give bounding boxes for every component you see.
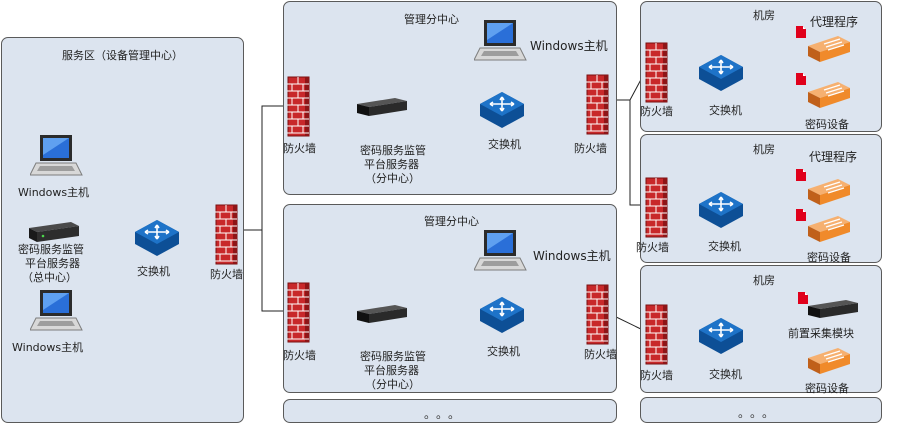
svc-pc-bottom-label: Windows主机	[12, 341, 84, 354]
ma-pc-label: Windows主机	[530, 39, 608, 53]
firewall-icon	[586, 74, 610, 136]
mb-switch-label: 交换机	[487, 345, 520, 358]
room-zone-b-title: 机房	[753, 143, 775, 156]
mb-server-label-3: （分中心）	[365, 378, 420, 391]
more-room-ellipsis: 。。。	[738, 406, 781, 420]
mb-server-label-1: 密码服务监管	[360, 350, 426, 363]
firewall-icon	[287, 282, 311, 344]
more-mgmt-ellipsis: 。。。	[424, 407, 467, 421]
rb-firewall-label: 防火墙	[636, 241, 669, 254]
mgmt-zone-a-title: 管理分中心	[404, 13, 459, 26]
rack-server-icon	[806, 299, 860, 319]
more-room-zone	[640, 397, 882, 423]
firewall-icon	[645, 42, 669, 104]
rc-switch-label: 交换机	[709, 368, 742, 381]
mb-server-label-2: 平台服务器	[364, 364, 419, 377]
switch-icon	[697, 188, 745, 230]
svc-pc-top-label: Windows主机	[18, 186, 90, 199]
laptop-icon	[474, 228, 528, 278]
crypto-device-icon	[806, 214, 852, 244]
firewall-icon	[215, 204, 239, 266]
svc-server-label-3: （总中心）	[22, 271, 77, 284]
crypto-device-icon	[806, 177, 852, 207]
switch-icon	[697, 314, 745, 356]
rb-agent-label: 代理程序	[809, 150, 858, 164]
room-zone-c-title: 机房	[753, 274, 775, 287]
room-zone-a-title: 机房	[753, 9, 775, 22]
rb-device-label: 密码设备	[807, 251, 851, 264]
mgmt-zone-b	[283, 204, 617, 393]
svc-firewall-label: 防火墙	[210, 268, 243, 281]
firewall-icon	[645, 304, 669, 366]
link-svc-firewall-branch	[240, 105, 287, 231]
crypto-device-icon	[806, 346, 852, 376]
ma-server-label-1: 密码服务监管	[360, 144, 426, 157]
laptop-icon	[474, 18, 528, 68]
mgmt-zone-b-title: 管理分中心	[424, 215, 479, 228]
mgmt-zone-a	[283, 1, 617, 195]
room-zone-a	[640, 1, 882, 132]
ra-device-label: 密码设备	[805, 118, 849, 131]
crypto-device-icon	[806, 80, 852, 110]
room-zone-c	[640, 265, 882, 393]
switch-icon	[697, 51, 745, 93]
mb-firewall-in-label: 防火墙	[283, 349, 316, 362]
rc-firewall-label: 防火墙	[640, 369, 673, 382]
switch-icon	[478, 293, 526, 335]
document-icon	[797, 291, 809, 305]
firewall-icon	[586, 284, 610, 346]
document-icon	[795, 168, 807, 182]
mb-pc-label: Windows主机	[533, 249, 611, 263]
ma-firewall-out-label: 防火墙	[574, 142, 607, 155]
switch-icon	[478, 88, 526, 130]
ma-server-label-2: 平台服务器	[364, 158, 419, 171]
laptop-icon	[30, 133, 84, 183]
ra-firewall-label: 防火墙	[640, 105, 673, 118]
firewall-icon	[287, 76, 311, 138]
svc-server-label-2: 平台服务器	[25, 257, 80, 270]
document-icon	[795, 72, 807, 86]
svc-switch-label: 交换机	[137, 265, 170, 278]
svc-server-label-1: 密码服务监管	[18, 243, 84, 256]
ma-firewall-in-label: 防火墙	[283, 142, 316, 155]
rc-collector-label: 前置采集模块	[788, 327, 854, 340]
server-icon	[25, 220, 81, 244]
mb-firewall-out-label: 防火墙	[584, 348, 617, 361]
laptop-icon	[30, 288, 84, 338]
more-mgmt-zone	[283, 399, 617, 423]
ma-switch-label: 交换机	[488, 138, 521, 151]
document-icon	[795, 25, 807, 39]
rack-server-icon	[355, 97, 409, 117]
ra-switch-label: 交换机	[709, 104, 742, 117]
document-icon	[795, 208, 807, 222]
ma-server-label-3: （分中心）	[365, 172, 420, 185]
room-zone-b	[640, 134, 882, 263]
switch-icon	[133, 216, 181, 258]
rb-switch-label: 交换机	[708, 240, 741, 253]
ra-agent-label: 代理程序	[810, 15, 859, 29]
service-zone-title: 服务区（设备管理中心）	[62, 49, 183, 62]
rc-device-label: 密码设备	[805, 382, 849, 395]
firewall-icon	[645, 177, 669, 239]
crypto-device-icon	[806, 34, 852, 64]
rack-server-icon	[355, 304, 409, 324]
